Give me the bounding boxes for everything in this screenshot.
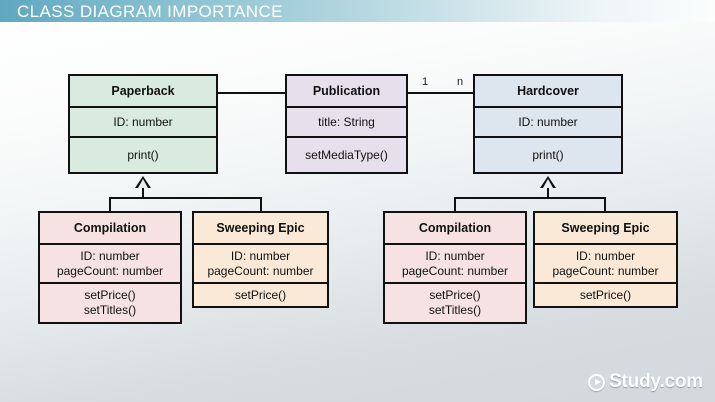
- multiplicity-many: n: [457, 76, 464, 88]
- class-box-paperback[interactable]: Paperback ID: number print(): [68, 74, 218, 174]
- generalization-bar-paperback: [109, 197, 262, 199]
- class-name-publication: Publication: [287, 76, 406, 108]
- watermark-label: Study.com: [609, 371, 703, 392]
- header-banner: CLASS DIAGRAM IMPORTANCE: [0, 0, 715, 22]
- attribute-item: pageCount: number: [207, 263, 314, 278]
- class-name-compilation-left: Compilation: [40, 213, 180, 245]
- class-box-compilation-right[interactable]: Compilation ID: number pageCount: number…: [383, 211, 527, 324]
- generalization-drop-compilation-left: [109, 197, 111, 211]
- class-operations-compilation-right: setPrice() setTitles(): [385, 284, 525, 322]
- class-name-sweeping-epic-right: Sweeping Epic: [535, 213, 676, 245]
- operation-item: setTitles(): [428, 303, 482, 317]
- attribute-item: ID: number: [113, 114, 173, 129]
- attribute-item: ID: number: [425, 248, 485, 263]
- attribute-item: ID: number: [230, 248, 291, 263]
- class-operations-publication: setMediaType(): [287, 138, 406, 172]
- association-paperback-publication: [218, 92, 285, 94]
- operation-item: setMediaType(): [305, 147, 388, 162]
- operation-item: setPrice(): [579, 287, 632, 302]
- operation-item: print(): [532, 147, 564, 162]
- multiplicity-one: 1: [422, 76, 429, 88]
- generalization-drop-sweeping-epic-right: [604, 197, 606, 211]
- page-title: CLASS DIAGRAM IMPORTANCE: [17, 2, 283, 21]
- class-attributes-sweeping-epic-right: ID: number pageCount: number: [535, 245, 676, 284]
- operation-item: setPrice(): [234, 287, 287, 302]
- generalization-stem-paperback: [142, 188, 144, 198]
- association-publication-hardcover: [408, 92, 473, 94]
- generalization-drop-sweeping-epic-left: [260, 197, 262, 211]
- attribute-item: pageCount: number: [401, 263, 509, 278]
- operation-item: setTitles(): [83, 303, 137, 317]
- attribute-item: title: String: [318, 114, 375, 129]
- class-attributes-sweeping-epic-left: ID: number pageCount: number: [194, 245, 327, 284]
- class-name-compilation-right: Compilation: [385, 213, 525, 245]
- class-operations-compilation-left: setPrice() setTitles(): [40, 284, 180, 322]
- class-operations-sweeping-epic-left: setPrice(): [194, 284, 327, 306]
- class-operations-paperback: print(): [70, 138, 216, 172]
- play-circle-icon: [588, 373, 606, 391]
- class-operations-hardcover: print(): [475, 138, 621, 172]
- attribute-item: pageCount: number: [56, 263, 164, 278]
- operation-item: setPrice(): [429, 288, 481, 302]
- attribute-item: pageCount: number: [552, 263, 659, 278]
- class-box-sweeping-epic-left[interactable]: Sweeping Epic ID: number pageCount: numb…: [192, 211, 329, 308]
- operation-item: setPrice(): [84, 288, 136, 302]
- class-box-compilation-left[interactable]: Compilation ID: number pageCount: number…: [38, 211, 182, 324]
- class-name-hardcover: Hardcover: [475, 76, 621, 108]
- class-operations-sweeping-epic-right: setPrice(): [535, 284, 676, 306]
- class-attributes-hardcover: ID: number: [475, 108, 621, 138]
- class-name-paperback: Paperback: [70, 76, 216, 108]
- attribute-item: ID: number: [575, 248, 636, 263]
- generalization-bar-hardcover: [454, 197, 606, 199]
- attribute-item: ID: number: [80, 248, 140, 263]
- class-box-sweeping-epic-right[interactable]: Sweeping Epic ID: number pageCount: numb…: [533, 211, 678, 308]
- class-attributes-publication: title: String: [287, 108, 406, 138]
- generalization-drop-compilation-right: [454, 197, 456, 211]
- operation-item: print(): [127, 147, 159, 162]
- watermark: Study.com: [588, 371, 703, 393]
- attribute-item: ID: number: [518, 114, 578, 129]
- generalization-stem-hardcover: [547, 188, 549, 198]
- class-attributes-compilation-left: ID: number pageCount: number: [40, 245, 180, 284]
- class-box-publication[interactable]: Publication title: String setMediaType(): [285, 74, 408, 174]
- class-attributes-paperback: ID: number: [70, 108, 216, 138]
- class-name-sweeping-epic-left: Sweeping Epic: [194, 213, 327, 245]
- class-attributes-compilation-right: ID: number pageCount: number: [385, 245, 525, 284]
- class-box-hardcover[interactable]: Hardcover ID: number print(): [473, 74, 623, 174]
